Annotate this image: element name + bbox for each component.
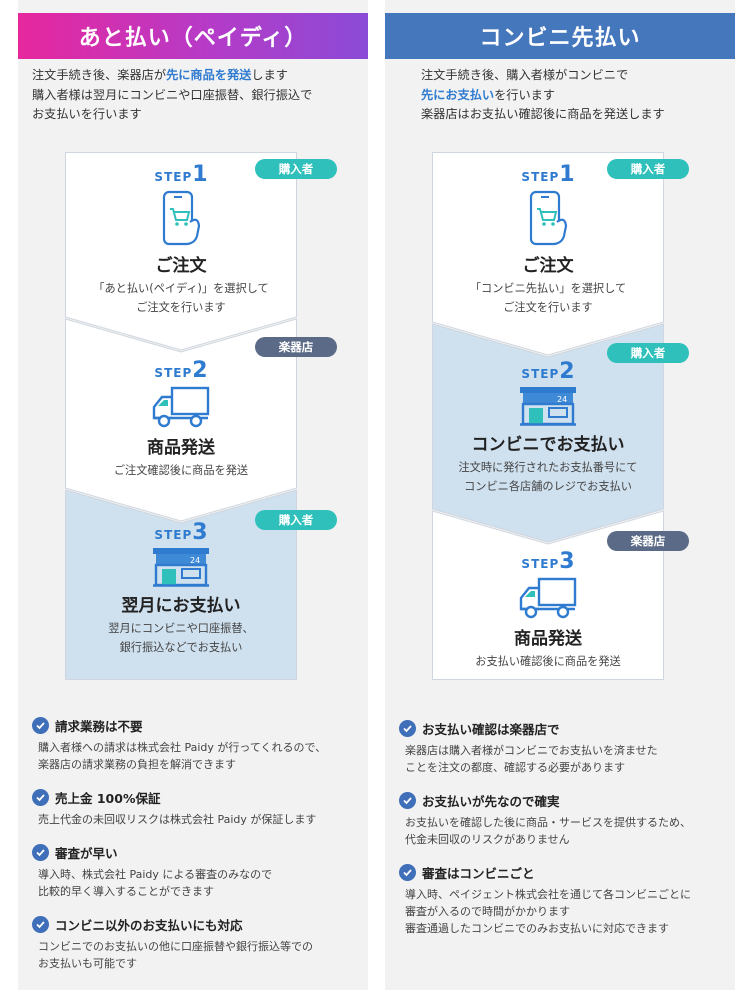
intro-line: 先にお支払いを行います (421, 87, 556, 102)
feature-title: 審査はコンビニごと (422, 865, 535, 881)
paidy-column: あと払い（ペイディ） 注文手続き後、楽器店が先に商品を発送します 購入者様は翌月… (18, 0, 368, 990)
step-title: ご注文 (155, 256, 207, 276)
intro-line: 注文手続き後、楽器店が先に商品を発送します (32, 68, 288, 82)
step-desc: 「あと払い(ペイディ)」を選択してご注文を行います (93, 282, 269, 314)
feature-item: コンビニ以外のお支払いにも対応 コンビニでのお支払いの他に口座振替や銀行振込等で… (32, 914, 362, 972)
check-icon (399, 863, 416, 881)
store-icon: 24 (153, 548, 209, 587)
feature-body: 導入時、株式会社 Paidy による審査のみなので比較的早く導入することができま… (38, 868, 273, 898)
paidy-features: 請求業務は不要 購入者様への請求は株式会社 Paidy が行ってくれるので、楽器… (32, 715, 362, 986)
badge-buyer: 購入者 (607, 343, 689, 363)
step-desc: ご注文確認後に商品を発送 (113, 464, 249, 477)
convenience-step-2: STEP2 24 コンビニでお支払い 注文時に発行されたお支払番号にてコンビニ各… (432, 359, 664, 496)
convenience-banner: コンビニ先払い (385, 13, 735, 59)
step-title: 商品発送 (147, 438, 215, 458)
paidy-step-3: STEP3 24 翌月にお支払い 翌月にコンビニや口座振替、銀行振込などでお支払… (65, 520, 297, 657)
paidy-step-flow: 購入者 STEP1 ご注文 「あと払い(ペイディ)」を選択してご注文を行います … (65, 152, 337, 680)
step-label: STEP2 (521, 359, 575, 384)
step-label: STEP3 (521, 549, 575, 574)
step-label: STEP1 (521, 162, 575, 187)
intro-line: 注文手続き後、購入者様がコンビニで (421, 68, 629, 82)
svg-text:24: 24 (190, 556, 200, 565)
convenience-step-3: STEP3 商品発送 お支払い確認後に商品を発送 (432, 549, 664, 671)
feature-title: コンビニ以外のお支払いにも対応 (55, 917, 243, 933)
convenience-step-1: STEP1 ご注文 「コンビニ先払い」を選択してご注文を行います (432, 162, 664, 317)
paidy-step-1: STEP1 ご注文 「あと払い(ペイディ)」を選択してご注文を行います (65, 162, 297, 317)
step-desc: 注文時に発行されたお支払番号にてコンビニ各店舗のレジでお支払い (458, 461, 638, 493)
feature-body: 売上代金の未回収リスクは株式会社 Paidy が保証します (38, 813, 317, 826)
feature-body: お支払いを確認した後に商品・サービスを提供するため、代金未回収のリスクがありませ… (405, 816, 691, 846)
paidy-banner: あと払い（ペイディ） (18, 13, 368, 59)
check-icon (32, 915, 49, 933)
truck-icon (152, 386, 210, 428)
flow-background (432, 152, 664, 680)
step-title: 商品発送 (514, 629, 582, 649)
step-label: STEP3 (154, 520, 208, 545)
badge-buyer: 購入者 (607, 159, 689, 179)
feature-body: 楽器店は購入者様がコンビニでお支払いを済ませたことを注文の都度、確認する必要があ… (405, 744, 658, 774)
intro-line: 楽器店はお支払い確認後に商品を発送します (421, 107, 665, 121)
check-icon (32, 843, 49, 861)
feature-title: 審査が早い (55, 845, 118, 861)
step-label: STEP2 (154, 358, 208, 383)
step-title: ご注文 (522, 256, 574, 276)
check-icon (399, 791, 416, 809)
phone-cart-icon (162, 190, 201, 246)
feature-title: 売上金 100%保証 (55, 790, 161, 806)
step-desc: お支払い確認後に商品を発送 (475, 655, 621, 668)
step-desc: 翌月にコンビニや口座振替、銀行振込などでお支払い (108, 622, 254, 654)
feature-item: お支払い確認は楽器店で 楽器店は購入者様がコンビニでお支払いを済ませたことを注文… (399, 718, 729, 776)
step-title: コンビニでお支払い (471, 435, 625, 455)
convenience-intro: 注文手続き後、購入者様がコンビニで 先にお支払いを行います 楽器店はお支払い確認… (421, 66, 751, 125)
paidy-step-2: STEP2 商品発送 ご注文確認後に商品を発送 (65, 358, 297, 480)
check-icon (399, 719, 416, 737)
feature-item: 審査はコンビニごと 導入時、ペイジェント株式会社を通じて各コンビニごとに審査が入… (399, 862, 729, 937)
store-icon: 24 (520, 387, 576, 426)
feature-body: 購入者様への請求は株式会社 Paidy が行ってくれるので、楽器店の請求業務の負… (38, 741, 327, 771)
feature-item: 売上金 100%保証 売上代金の未回収リスクは株式会社 Paidy が保証します (32, 787, 362, 828)
step-title: 翌月にお支払い (121, 596, 241, 616)
phone-cart-icon (529, 190, 568, 246)
feature-item: 請求業務は不要 購入者様への請求は株式会社 Paidy が行ってくれるので、楽器… (32, 715, 362, 773)
badge-store: 楽器店 (607, 531, 689, 551)
paidy-intro: 注文手続き後、楽器店が先に商品を発送します 購入者様は翌月にコンビニや口座振替、… (32, 66, 362, 125)
truck-icon (519, 577, 577, 619)
convenience-step-flow: 購入者 STEP1 ご注文 「コンビニ先払い」を選択してご注文を行います 購入者… (432, 152, 689, 680)
check-icon (32, 788, 49, 806)
feature-item: 審査が早い 導入時、株式会社 Paidy による審査のみなので比較的早く導入する… (32, 842, 362, 900)
convenience-features: お支払い確認は楽器店で 楽器店は購入者様がコンビニでお支払いを済ませたことを注文… (399, 718, 729, 951)
badge-buyer: 購入者 (255, 510, 337, 530)
svg-text:24: 24 (557, 395, 567, 404)
badge-store: 楽器店 (255, 337, 337, 357)
step-desc: 「コンビニ先払い」を選択してご注文を行います (469, 282, 627, 314)
feature-title: お支払い確認は楽器店で (422, 721, 560, 737)
feature-body: 導入時、ペイジェント株式会社を通じて各コンビニごとに審査が入るので時間がかかりま… (405, 888, 691, 935)
feature-item: お支払いが先なので確実 お支払いを確認した後に商品・サービスを提供するため、代金… (399, 790, 729, 848)
feature-title: お支払いが先なので確実 (422, 793, 560, 809)
feature-body: コンビニでのお支払いの他に口座振替や銀行振込等でのお支払いも可能です (38, 940, 313, 970)
intro-line: 購入者様は翌月にコンビニや口座振替、銀行振込で (32, 87, 313, 102)
intro-line: お支払いを行います (32, 107, 142, 121)
check-icon (32, 716, 49, 734)
step-label: STEP1 (154, 162, 208, 187)
badge-buyer: 購入者 (255, 159, 337, 179)
feature-title: 請求業務は不要 (55, 718, 143, 734)
convenience-column: コンビニ先払い 注文手続き後、購入者様がコンビニで 先にお支払いを行います 楽器… (385, 0, 735, 990)
